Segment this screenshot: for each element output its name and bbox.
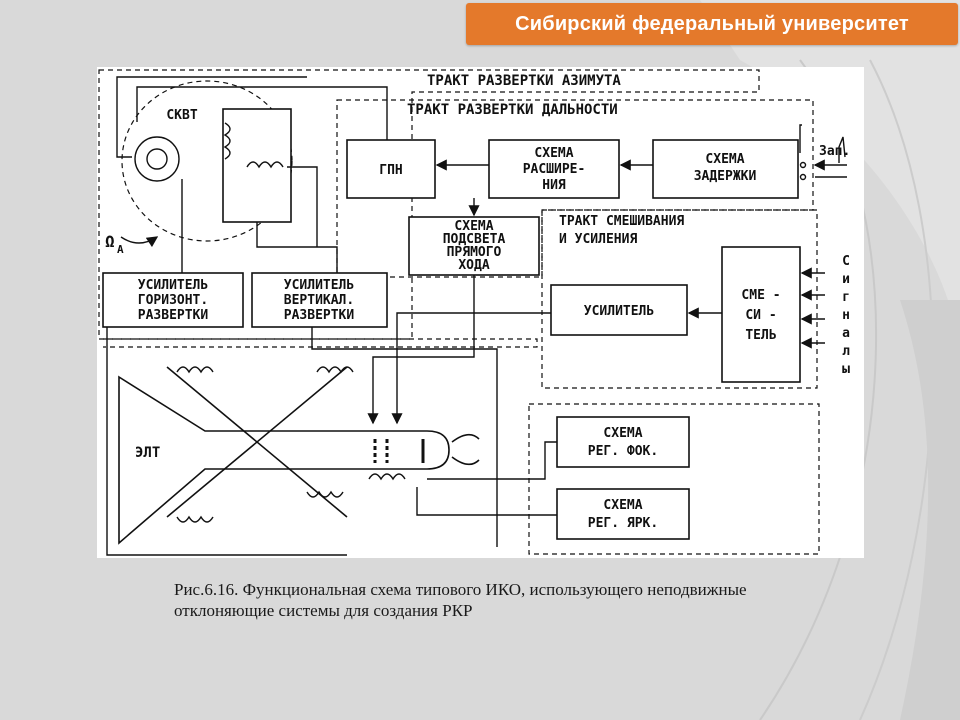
university-banner: Сибирский федеральный университет <box>466 3 958 45</box>
amp-v-label-1: УСИЛИТЕЛЬ <box>284 278 355 293</box>
expansion-block <box>488 139 620 199</box>
gpn-block <box>346 139 436 199</box>
skvt-outer-wire <box>116 76 307 158</box>
bright-label-2: РЕГ. ЯРК. <box>588 516 658 531</box>
omega-subscript: А <box>117 243 124 256</box>
caption-line-1: Рис.6.16. Функциональная схема типового … <box>174 580 747 599</box>
trigger-label: Зап. <box>819 144 850 159</box>
azimuth-path-title: ТРАКТ РАЗВЕРТКИ АЗИМУТА <box>427 73 621 89</box>
skvt-rotor <box>134 136 180 182</box>
focus-wire <box>427 441 557 480</box>
wires <box>106 76 847 556</box>
expansion-label-3: НИЯ <box>542 178 566 193</box>
trigger-pulse-icon <box>838 136 846 163</box>
block-diagram: ТРАКТ РАЗВЕРТКИ АЗИМУТА ТРАКТ РАЗВЕРТКИ … <box>97 67 864 558</box>
skvt-coil-left <box>223 122 231 160</box>
trigger-terminal-1 <box>799 161 807 169</box>
amp-v-label-3: РАЗВЕРТКИ <box>284 308 355 323</box>
mixing-path-title-2: И УСИЛЕНИЯ <box>559 232 637 247</box>
skvt-to-amp-v-wire <box>256 222 338 273</box>
brightness-wire <box>416 487 557 516</box>
expansion-label-1: СХЕМА <box>534 146 573 161</box>
mixing-region <box>541 209 818 389</box>
skvt-coil-right <box>246 161 284 169</box>
mixing-path-title-1: ТРАКТ СМЕШИВАНИЯ <box>559 214 684 229</box>
university-name: Сибирский федеральный университет <box>515 13 909 35</box>
coil-bottom-right <box>306 490 344 498</box>
skvt-sweep-circle <box>121 80 293 242</box>
coil-top-left <box>176 366 214 374</box>
highlight-label-4: ХОДА <box>458 258 489 273</box>
trigger-in-wire <box>799 124 802 153</box>
figure-caption: Рис.6.16. Функциональная схема типового … <box>174 579 904 621</box>
signals-letter: ы <box>842 362 850 377</box>
amp-h-label-1: УСИЛИТЕЛЬ <box>138 278 209 293</box>
mixer-label-1: СМЕ - <box>741 288 780 303</box>
signals-letter: л <box>842 344 850 359</box>
delay-label-1: СХЕМА <box>705 152 744 167</box>
amp-h-label-2: ГОРИЗОНТ. <box>138 293 208 308</box>
skvt-rotor-core <box>146 148 168 170</box>
caption-line-2: отклоняющие системы для создания РКР <box>174 601 473 620</box>
coil-top-right <box>316 366 354 374</box>
beam-output-bottom <box>451 456 480 466</box>
amp-h-label-3: РАЗВЕРТКИ <box>138 308 209 323</box>
signals-vertical-label: С и г н а л ы <box>842 254 850 377</box>
rotation-arrow <box>120 236 159 248</box>
bright-label-1: СХЕМА <box>603 498 642 513</box>
skvt-stator-wire <box>287 166 318 247</box>
amp-v-label-2: ВЕРТИКАЛ. <box>284 293 354 308</box>
omega-label: Ω <box>105 232 115 251</box>
signals-letter: С <box>842 254 850 269</box>
coils <box>120 122 406 523</box>
skvt-label: СКВТ <box>166 108 197 123</box>
signals-letter: а <box>842 326 850 341</box>
amp-h-out-wire <box>106 327 347 556</box>
coil-bottom-left <box>176 515 214 523</box>
signals-letter: н <box>842 308 850 323</box>
crt-grids <box>373 439 389 463</box>
amplifier-label: УСИЛИТЕЛЬ <box>584 304 655 319</box>
focus-label-2: РЕГ. ФОК. <box>588 444 658 459</box>
focus-coil <box>368 473 406 481</box>
crt-region-top <box>103 338 538 348</box>
focus-block <box>556 416 690 468</box>
highlight-to-crt-arrow <box>367 275 475 425</box>
block-labels: СКВТ ГПН СХЕМА РАСШИРЕ- НИЯ СХЕМА ЗАДЕРЖ… <box>138 108 781 531</box>
expansion-label-2: РАСШИРЕ- <box>523 162 586 177</box>
deflection-line-2 <box>166 366 348 518</box>
mixer-block <box>721 246 801 383</box>
diagram-canvas: ТРАКТ РАЗВЕРТКИ АЗИМУТА ТРАКТ РАЗВЕРТКИ … <box>98 69 850 556</box>
signals-letter: и <box>842 272 850 287</box>
crt-tube <box>118 366 480 545</box>
amp-to-crt-arrow <box>391 312 551 425</box>
amp-horizontal-block <box>102 272 244 328</box>
amplifier-block <box>550 284 688 336</box>
highlight-label-2: ПОДСВЕТА <box>443 232 506 247</box>
skvt-core <box>222 108 292 223</box>
highlight-label-1: СХЕМА <box>454 219 493 234</box>
brightness-block <box>556 488 690 540</box>
highlight-label-3: ПРЯМОГО <box>447 245 502 260</box>
gpn-label: ГПН <box>379 163 402 178</box>
range-path-title: ТРАКТ РАЗВЕРТКИ ДАЛЬНОСТИ <box>407 102 618 118</box>
beam-output-top <box>451 433 480 443</box>
amp-vertical-block <box>251 272 388 328</box>
delay-block <box>652 139 799 199</box>
mixer-label-2: СИ - <box>745 308 776 323</box>
mixer-label-3: ТЕЛЬ <box>745 328 776 343</box>
focus-label-1: СХЕМА <box>603 426 642 441</box>
delay-label-2: ЗАДЕРЖКИ <box>694 169 757 184</box>
signals-letter: г <box>842 290 850 305</box>
blocks <box>102 108 801 540</box>
azimuth-region <box>98 69 760 340</box>
skvt-to-gpn-wire <box>136 86 388 140</box>
crt-outline <box>118 375 450 545</box>
amp-v-out-wire <box>311 327 498 547</box>
trigger-terminal-2 <box>799 173 807 181</box>
crt-label: ЭЛТ <box>135 445 160 461</box>
